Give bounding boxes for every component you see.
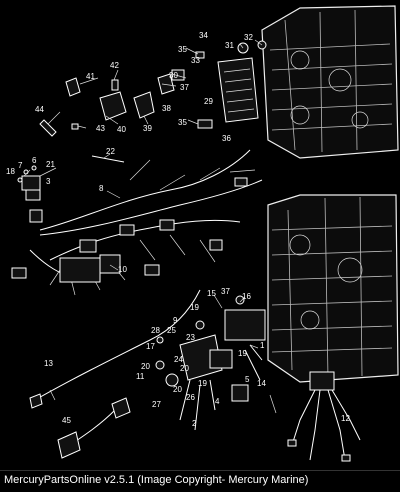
- engine-block-lower: [267, 194, 399, 383]
- callout-13: 13: [44, 359, 53, 368]
- callout-30: 30: [169, 71, 178, 80]
- callout-19-c: 19: [198, 379, 207, 388]
- callout-35-mid: 35: [178, 118, 187, 127]
- callout-16: 16: [242, 292, 251, 301]
- callout-23: 23: [186, 333, 195, 342]
- callout-36: 36: [222, 134, 231, 143]
- callout-8: 8: [99, 184, 104, 193]
- callout-40: 40: [117, 125, 126, 134]
- callout-19-b: 19: [238, 349, 247, 358]
- lower-electrical-assembly: [155, 295, 266, 431]
- callout-43: 43: [96, 124, 105, 133]
- footer-bar: MercuryPartsOnline v2.5.1 (Image Copyrig…: [0, 470, 400, 492]
- callout-27: 27: [152, 400, 161, 409]
- callout-7: 7: [18, 161, 23, 170]
- callout-19-a: 19: [190, 303, 199, 312]
- callout-3: 3: [46, 177, 51, 186]
- ecm-module: [217, 57, 259, 123]
- callout-22: 22: [106, 147, 115, 156]
- callout-9: 9: [173, 316, 178, 325]
- cable-45: [57, 397, 131, 459]
- callout-4: 4: [215, 397, 220, 406]
- callout-6: 6: [32, 156, 37, 165]
- callout-32: 32: [244, 33, 253, 42]
- harness-12: [287, 371, 361, 462]
- callout-31: 31: [225, 41, 234, 50]
- connector-stack-left: [17, 165, 41, 201]
- callout-20-c: 20: [173, 385, 182, 394]
- callout-10: 10: [118, 265, 127, 274]
- callout-26: 26: [186, 393, 195, 402]
- callout-1: 1: [260, 341, 265, 350]
- callout-2: 2: [192, 419, 197, 428]
- callout-33: 33: [191, 56, 200, 65]
- callout-37-top: 37: [180, 83, 189, 92]
- callout-20-a: 20: [141, 362, 150, 371]
- callout-42: 42: [110, 61, 119, 70]
- callout-41: 41: [86, 72, 95, 81]
- callout-18: 18: [6, 167, 15, 176]
- exploded-parts-diagram: 34 35 33 31 32 30 37 38 29 35 36 42 41 4…: [6, 5, 399, 462]
- callout-11: 11: [136, 372, 145, 381]
- callout-25: 25: [167, 326, 176, 335]
- callout-5: 5: [245, 375, 250, 384]
- callout-15: 15: [207, 289, 216, 298]
- callout-38: 38: [162, 104, 171, 113]
- callout-39: 39: [143, 124, 152, 133]
- callout-35-top: 35: [178, 45, 187, 54]
- callout-20-b: 20: [180, 364, 189, 373]
- callout-labels: 34 35 33 31 32 30 37 38 29 35 36 42 41 4…: [6, 31, 350, 428]
- callout-14: 14: [257, 379, 266, 388]
- cable-13: [29, 289, 201, 409]
- callout-29: 29: [204, 97, 213, 106]
- main-wiring-harness: [11, 149, 263, 296]
- callout-12: 12: [341, 414, 350, 423]
- engine-block-upper: [261, 5, 399, 159]
- callout-45: 45: [62, 416, 71, 425]
- callout-17: 17: [146, 342, 155, 351]
- callout-34: 34: [199, 31, 208, 40]
- callout-21: 21: [46, 160, 55, 169]
- callout-24: 24: [174, 355, 183, 364]
- callout-44: 44: [35, 105, 44, 114]
- footer-copyright-text: MercuryPartsOnline v2.5.1 (Image Copyrig…: [4, 474, 309, 486]
- callout-28: 28: [151, 326, 160, 335]
- leader-lines: [23, 39, 277, 414]
- callout-37-low: 37: [221, 287, 230, 296]
